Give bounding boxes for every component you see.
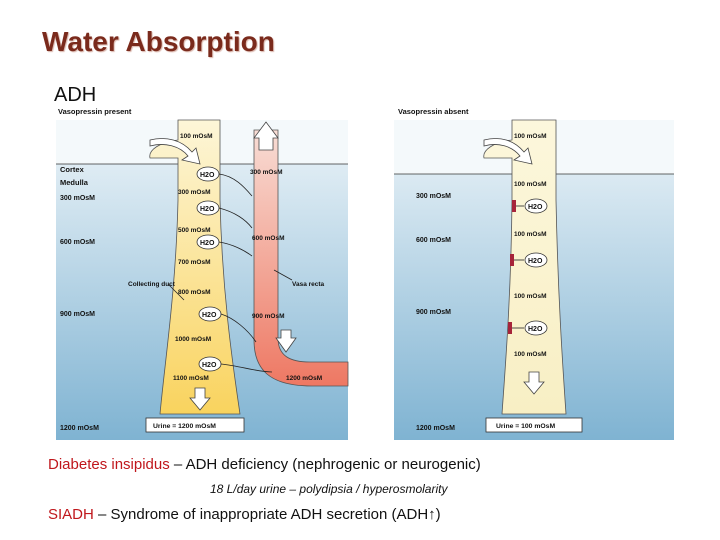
collecting-duct-label: Collecting duct (128, 281, 176, 288)
svg-text:H2O: H2O (528, 204, 543, 211)
right-entry-arrow (483, 138, 533, 165)
right-urine-label: Urine = 100 mOsM (496, 423, 555, 430)
svg-text:H2O: H2O (528, 258, 543, 265)
right-urine-arrow (523, 371, 545, 395)
svg-text:H2O: H2O (202, 362, 217, 369)
blocked-h2o-channel: H2O (510, 252, 548, 268)
caption-siadh: SIADH – Syndrome of inappropriate ADH se… (48, 506, 441, 523)
left-urine-arrow (189, 387, 211, 411)
right-duct-osm-4: 100 mOsM (514, 293, 547, 300)
left-level-1200: 1200 mOsM (60, 425, 99, 432)
vasa-up-arrow (253, 121, 279, 151)
left-panel-heading: Vasopressin present (58, 107, 132, 116)
diabetes-insipidus-text: – ADH deficiency (nephrogenic or neuroge… (169, 456, 481, 473)
left-collecting-duct (149, 119, 241, 415)
right-urine-box (485, 417, 583, 433)
right-level-900: 900 mOsM (416, 309, 451, 316)
blocked-h2o-channel: H2O (512, 198, 548, 214)
svg-text:H2O: H2O (200, 206, 215, 213)
right-level-300: 300 mOsM (416, 193, 451, 200)
blocked-h2o-channel: H2O (508, 320, 548, 336)
left-entry-arrow (149, 138, 201, 165)
h2o-bubble: H2O (198, 356, 222, 372)
duct-osm-1100: 1100 mOsM (173, 375, 209, 382)
vasa-osm-600: 600 mOsM (252, 235, 285, 242)
duct-osm-500: 500 mOsM (178, 227, 211, 234)
medulla-label: Medulla (60, 178, 89, 187)
siadh-text: – Syndrome of inappropriate ADH secretio… (93, 506, 429, 523)
vasa-osm-1200: 1200 mOsM (286, 375, 322, 382)
svg-text:H2O: H2O (200, 172, 215, 179)
duct-osm-300: 300 mOsM (178, 189, 211, 196)
right-collecting-duct (483, 119, 567, 415)
cortex-label: Cortex (60, 165, 85, 174)
svg-text:H2O: H2O (200, 240, 215, 247)
right-duct-osm-1: 100 mOsM (514, 133, 547, 140)
right-duct-osm-3: 100 mOsM (514, 231, 547, 238)
right-level-1200: 1200 mOsM (416, 425, 455, 432)
h2o-bubble: H2O (196, 166, 220, 182)
vasa-osm-900: 900 mOsM (252, 313, 285, 320)
h2o-bubble: H2O (196, 234, 220, 250)
caption-di-detail: 18 L/day urine – polydipsia / hyperosmol… (210, 482, 448, 496)
vasa-osm-300: 300 mOsM (250, 169, 283, 176)
vasa-recta (253, 129, 349, 387)
right-level-600: 600 mOsM (416, 237, 451, 244)
diabetes-insipidus-term: Diabetes insipidus (48, 456, 170, 473)
page-title: Water Absorption (42, 26, 275, 57)
duct-osm-100: 100 mOsM (180, 133, 213, 140)
left-urine-box (145, 417, 245, 433)
left-level-600: 600 mOsM (60, 239, 95, 246)
left-level-300: 300 mOsM (60, 195, 95, 202)
right-duct-osm-5: 100 mOsM (514, 351, 547, 358)
right-duct-osm-2: 100 mOsM (514, 181, 547, 188)
vasa-down-arrow (275, 329, 297, 353)
duct-osm-700: 700 mOsM (178, 259, 211, 266)
caption-diabetes-insipidus: Diabetes insipidus – ADH deficiency (nep… (48, 456, 481, 473)
vasa-recta-label: Vasa recta (292, 281, 325, 288)
collecting-duct-pointer (167, 283, 185, 301)
duct-osm-800: 800 mOsM (178, 289, 211, 296)
right-panel-heading: Vasopressin absent (398, 107, 469, 116)
siadh-term: SIADH (48, 506, 94, 523)
section-label: ADH (54, 84, 97, 106)
left-urine-label: Urine = 1200 mOsM (153, 423, 216, 430)
vasa-recta-pointer (273, 269, 293, 281)
up-arrow-icon: ↑ (428, 506, 436, 523)
siadh-close: ) (435, 506, 441, 523)
h2o-bubble: H2O (196, 200, 220, 216)
h2o-bubble: H2O (198, 306, 222, 322)
left-level-900: 900 mOsM (60, 311, 95, 318)
svg-text:H2O: H2O (528, 326, 543, 333)
duct-osm-1000: 1000 mOsM (175, 336, 211, 343)
water-flow-arrows (218, 173, 273, 373)
adh-diagram: Vasopressin present Cortex Medulla 300 m… (56, 107, 674, 440)
svg-text:H2O: H2O (202, 312, 217, 319)
